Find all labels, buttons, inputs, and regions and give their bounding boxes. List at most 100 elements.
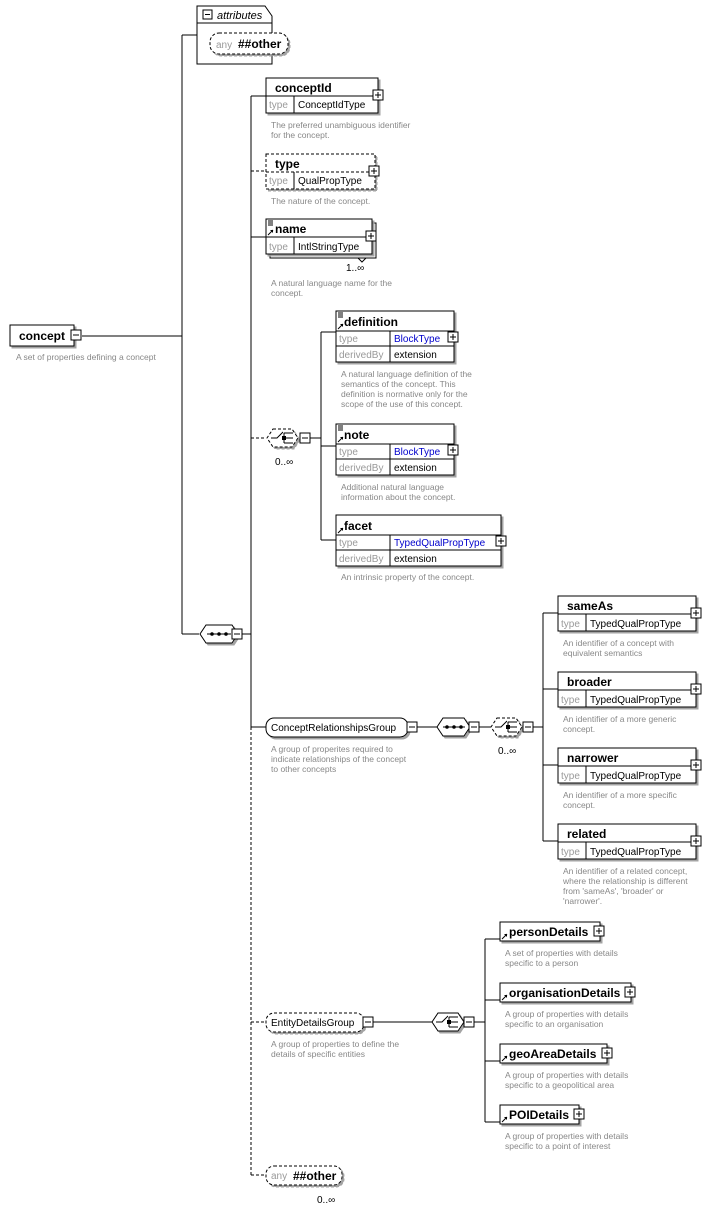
expand-icon[interactable] bbox=[690, 607, 702, 619]
element-name[interactable]: name type IntlStringType bbox=[265, 218, 377, 263]
sequence-compositor[interactable] bbox=[436, 717, 471, 737]
collapse-icon[interactable] bbox=[406, 721, 418, 733]
collapse-icon[interactable] bbox=[231, 628, 243, 640]
occurrence-label: 0..∞ bbox=[498, 746, 516, 757]
element-name: personDetails bbox=[509, 925, 589, 939]
collapse-icon[interactable] bbox=[463, 1016, 475, 1028]
element-name: related bbox=[567, 827, 606, 841]
choice-compositor[interactable] bbox=[490, 717, 523, 737]
expand-icon[interactable] bbox=[690, 683, 702, 695]
element-doc: A natural language definition of the sem… bbox=[341, 369, 474, 409]
svg-text:type: type bbox=[339, 334, 358, 345]
expand-icon[interactable] bbox=[368, 165, 380, 177]
collapse-icon[interactable] bbox=[522, 721, 534, 733]
svg-text:derivedBy: derivedBy bbox=[339, 350, 383, 361]
element-type[interactable]: BlockType bbox=[394, 447, 441, 458]
expand-icon[interactable] bbox=[495, 535, 507, 547]
sequence-compositor[interactable] bbox=[199, 624, 239, 644]
collapse-icon[interactable] bbox=[70, 329, 82, 341]
element-name: definition bbox=[344, 315, 398, 329]
group-doc: A group of properites required to indica… bbox=[271, 744, 409, 774]
element-personDetails[interactable]: personDetails bbox=[499, 921, 605, 942]
svg-text:type: type bbox=[561, 695, 580, 706]
expand-icon[interactable] bbox=[690, 835, 702, 847]
collapse-icon[interactable] bbox=[362, 1016, 374, 1028]
reference-arrow-icon bbox=[267, 229, 274, 236]
element-narrower[interactable]: narrower type TypedQualPropType bbox=[557, 747, 702, 784]
element-broader[interactable]: broader type TypedQualPropType bbox=[557, 671, 702, 708]
svg-text:type: type bbox=[561, 847, 580, 858]
expand-icon[interactable] bbox=[624, 986, 636, 998]
svg-text:type: type bbox=[561, 771, 580, 782]
element-type[interactable]: type type QualPropType bbox=[265, 153, 380, 190]
svg-text:derivedBy: derivedBy bbox=[339, 554, 383, 565]
element-type[interactable]: BlockType bbox=[394, 334, 441, 345]
element-name: type bbox=[275, 157, 300, 171]
expand-icon[interactable] bbox=[365, 230, 377, 242]
choice-compositor[interactable] bbox=[266, 428, 299, 448]
any-attribute[interactable]: any ##other bbox=[209, 32, 289, 55]
derived-by: extension bbox=[394, 554, 437, 565]
svg-text:type: type bbox=[339, 447, 358, 458]
element-facet[interactable]: facet type TypedQualPropType derivedBy e… bbox=[335, 514, 507, 567]
derived-by: extension bbox=[394, 463, 437, 474]
element-name: narrower bbox=[567, 751, 619, 765]
element-type: IntlStringType bbox=[298, 242, 360, 253]
element-geoAreaDetails[interactable]: geoAreaDetails bbox=[499, 1043, 613, 1064]
element-name: sameAs bbox=[567, 599, 613, 613]
element-POIDetails[interactable]: POIDetails bbox=[499, 1104, 585, 1125]
element-doc: Additional natural language information … bbox=[341, 482, 455, 502]
element-name-label: name bbox=[275, 222, 307, 236]
element-name: POIDetails bbox=[509, 1108, 569, 1122]
element-organisationDetails[interactable]: organisationDetails bbox=[499, 982, 636, 1003]
reference-arrow-icon bbox=[501, 994, 508, 1001]
element-definition[interactable]: definition type BlockType derivedBy exte… bbox=[335, 310, 459, 363]
svg-text:any: any bbox=[271, 1171, 287, 1182]
element-doc: An identifier of a concept with equivale… bbox=[563, 638, 676, 658]
expand-icon[interactable] bbox=[593, 925, 605, 937]
expand-icon[interactable] bbox=[372, 89, 384, 101]
attributes-box: attributes any ##other bbox=[196, 5, 289, 65]
element-type: TypedQualPropType bbox=[590, 847, 682, 858]
root-element-concept[interactable]: concept bbox=[9, 324, 82, 347]
element-doc: An identifier of a more specific concept… bbox=[563, 790, 679, 810]
group-doc: A group of properties to define the deta… bbox=[271, 1039, 401, 1059]
element-doc: An intrinsic property of the concept. bbox=[341, 572, 474, 582]
expand-icon[interactable] bbox=[690, 759, 702, 771]
element-sameAs[interactable]: sameAs type TypedQualPropType bbox=[557, 595, 702, 632]
root-doc: A set of properties defining a concept bbox=[16, 352, 157, 362]
element-note[interactable]: note type BlockType derivedBy extension bbox=[335, 423, 459, 476]
svg-text:derivedBy: derivedBy bbox=[339, 463, 383, 474]
svg-text:any: any bbox=[216, 40, 232, 51]
occurrence-label: 0..∞ bbox=[275, 457, 293, 468]
element-type-value: QualPropType bbox=[298, 176, 362, 187]
element-type[interactable]: TypedQualPropType bbox=[394, 538, 486, 549]
expand-icon[interactable] bbox=[447, 444, 459, 456]
collapse-icon[interactable] bbox=[299, 432, 311, 444]
element-name: conceptId bbox=[275, 81, 332, 95]
documentation-icon bbox=[338, 425, 343, 431]
svg-text:type: type bbox=[269, 176, 288, 187]
group-name: ConceptRelationshipsGroup bbox=[271, 723, 397, 734]
svg-text:type: type bbox=[339, 538, 358, 549]
element-doc: The nature of the concept. bbox=[271, 196, 370, 206]
derived-by: extension bbox=[394, 350, 437, 361]
any-attribute-value: ##other bbox=[238, 37, 282, 51]
expand-icon[interactable] bbox=[601, 1047, 613, 1059]
element-name: note bbox=[344, 428, 370, 442]
collapse-icon[interactable] bbox=[468, 721, 480, 733]
element-doc: The preferred unambiguous identifier for… bbox=[271, 120, 413, 140]
choice-compositor[interactable] bbox=[431, 1012, 465, 1032]
expand-icon[interactable] bbox=[447, 331, 459, 343]
group-entity-details[interactable]: EntityDetailsGroup bbox=[265, 1012, 365, 1033]
collapse-icon[interactable] bbox=[202, 9, 213, 20]
expand-icon[interactable] bbox=[573, 1108, 585, 1120]
any-other-element[interactable]: any ##other bbox=[265, 1165, 343, 1186]
element-related[interactable]: related type TypedQualPropType bbox=[557, 823, 702, 860]
element-name: organisationDetails bbox=[509, 986, 621, 1000]
reference-arrow-icon bbox=[501, 933, 508, 940]
element-conceptId[interactable]: conceptId type ConceptIdType bbox=[265, 77, 384, 114]
group-concept-relationships[interactable]: ConceptRelationshipsGroup bbox=[265, 717, 409, 738]
attributes-title: attributes bbox=[217, 10, 263, 22]
element-type: TypedQualPropType bbox=[590, 619, 682, 630]
